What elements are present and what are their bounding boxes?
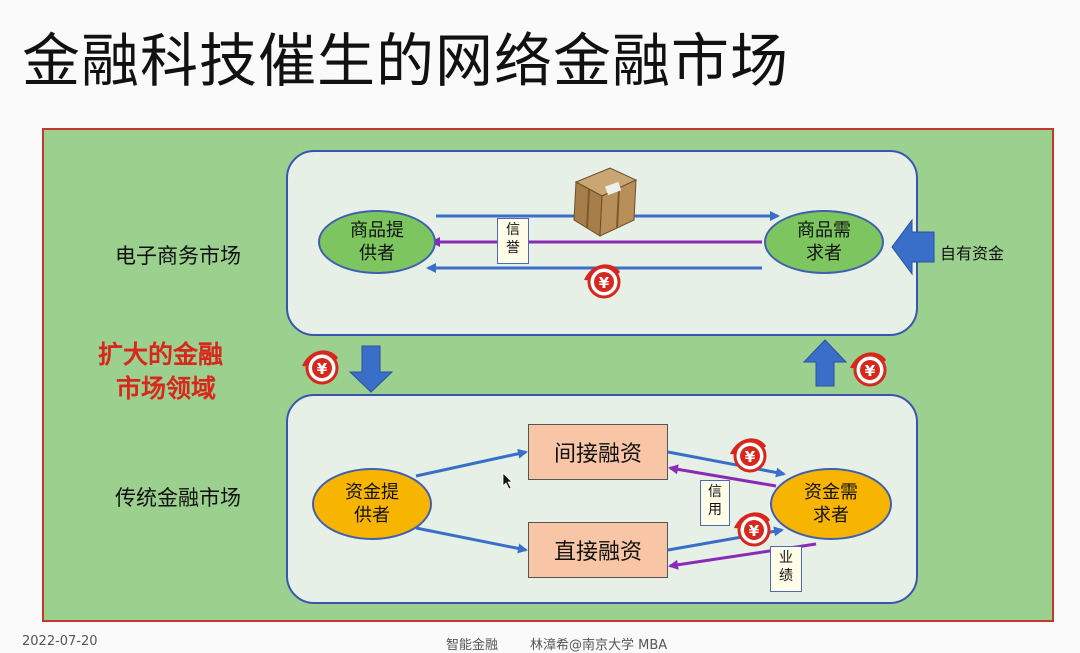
svg-text:¥: ¥ [599, 274, 610, 292]
footer-author: 林漳希@南京大学 MBA [530, 638, 668, 653]
indirect-to-demander-arrow [667, 450, 786, 478]
yen-coin-icon: ¥ [730, 438, 767, 473]
goods-demander-node: 商品需 求者 [764, 210, 884, 274]
footer-course: 智能金融 [446, 638, 499, 653]
expanded-market-label-line1: 扩大的金融 [98, 340, 224, 369]
left-block-arrow-icon [891, 218, 935, 276]
page-title: 金融科技催生的网络金融市场 [22, 27, 790, 95]
own-funds-label: 自有资金 [940, 244, 1005, 263]
up-block-arrow-icon [802, 339, 848, 387]
down-block-arrow-icon [348, 345, 394, 393]
ecommerce-market-label: 电子商务市场 [115, 244, 241, 268]
goods-provider-node: 商品提 供者 [318, 210, 436, 274]
svg-text:¥: ¥ [745, 448, 756, 466]
yen-coin-icon: ¥ [584, 264, 621, 299]
svg-text:¥: ¥ [749, 522, 760, 540]
svg-text:¥: ¥ [865, 362, 876, 380]
package-icon [573, 167, 638, 237]
mouse-cursor-icon [502, 472, 513, 490]
traditional-market-label: 传统金融市场 [115, 486, 241, 510]
reputation-note: 信 誉 [497, 218, 529, 264]
credit-note: 信 用 [700, 480, 730, 526]
performance-note: 业 绩 [770, 546, 802, 592]
footer-date: 2022-07-20 [22, 634, 98, 649]
provider-to-indirect-arrow [415, 448, 528, 478]
fund-provider-node: 资金提 供者 [312, 468, 432, 540]
yen-coin-icon: ¥ [850, 352, 887, 387]
direct-financing-box: 直接融资 [528, 522, 668, 578]
indirect-financing-box: 间接融资 [528, 424, 668, 480]
provider-to-direct-arrow [415, 526, 528, 554]
yen-coin-icon: ¥ [302, 350, 339, 385]
yen-coin-icon: ¥ [734, 512, 771, 547]
demander-to-indirect-arrow [668, 464, 777, 488]
expanded-market-label-line2: 市场领域 [116, 374, 217, 403]
svg-text:¥: ¥ [317, 360, 328, 378]
fund-demander-node: 资金需 求者 [770, 468, 892, 540]
